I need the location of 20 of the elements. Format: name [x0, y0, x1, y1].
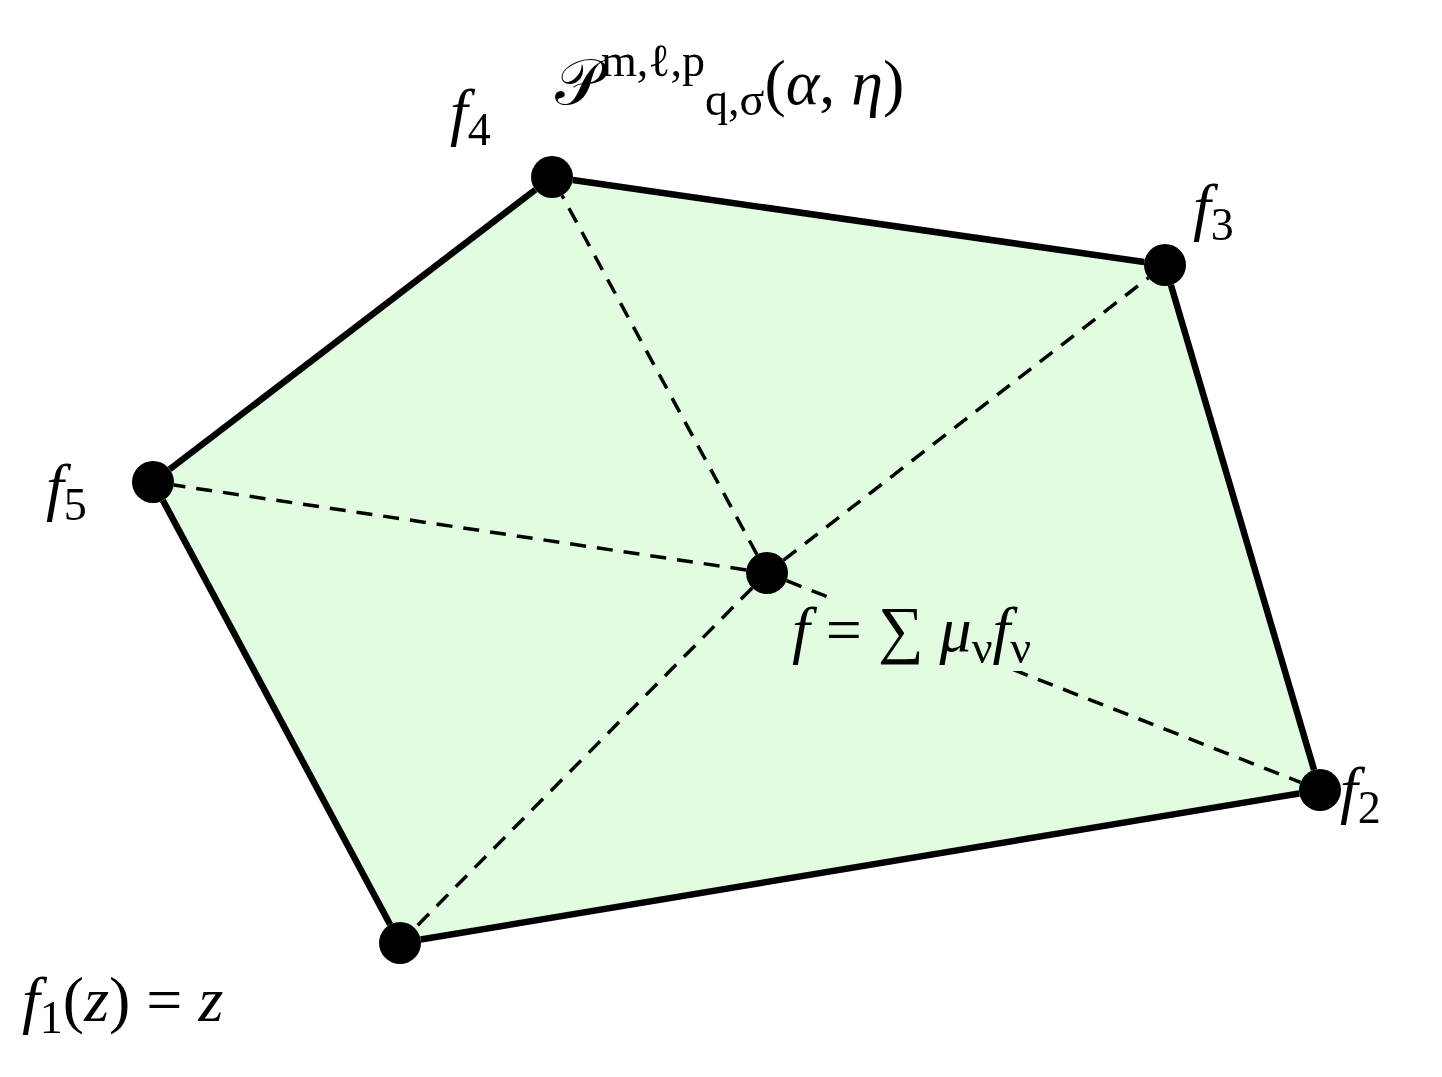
- polygon-edge: [420, 790, 1300, 943]
- polygon-edge: [1167, 284, 1318, 771]
- polygon-edge: [572, 176, 1145, 266]
- vertex-dot: [1144, 244, 1186, 286]
- math-label: 𝒫$^{m,ℓ,p}$$_{q,σ}$(α, η): [555, 38, 905, 124]
- vertex-dot: [531, 156, 573, 198]
- vertex-dot: [1299, 769, 1341, 811]
- math-label: f$_{5}$: [46, 455, 87, 528]
- dashed-line: [560, 194, 759, 556]
- math-label: f$_{3}$: [1193, 175, 1234, 248]
- math-label: f$_{1}$(z) = z: [22, 968, 224, 1041]
- dashed-line: [782, 276, 1150, 562]
- polygon-edge: [167, 187, 538, 472]
- polygon-edge: [160, 498, 393, 927]
- math-label: f$_{4}$: [450, 80, 491, 153]
- vertex-dot: [379, 922, 421, 964]
- vertex-dot: [132, 461, 174, 503]
- dashed-line: [173, 483, 747, 572]
- math-label: f = ∑ μ$_{ν}$f$_{ν}$: [792, 598, 1032, 671]
- math-label: f$_{2}$: [1340, 758, 1381, 831]
